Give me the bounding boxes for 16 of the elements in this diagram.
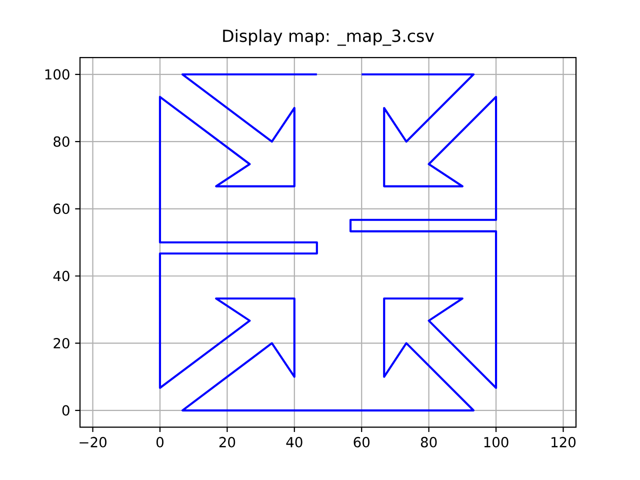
x-tick-label: 120 — [552, 436, 576, 448]
y-tick-label: 20 — [54, 338, 70, 348]
x-tick-label: 80 — [420, 436, 437, 448]
x-tick-label: 20 — [219, 436, 236, 448]
y-tick-label: 40 — [53, 270, 70, 282]
x-tick-label: −20 — [80, 436, 106, 448]
line-series — [158, 73, 498, 412]
y-tick-label: 60 — [54, 204, 70, 214]
x-tick-label: 40 — [286, 436, 302, 448]
x-tick-label: 60 — [354, 436, 370, 448]
x-tick-label: 0 — [156, 436, 164, 448]
x-tick-label: 100 — [484, 436, 508, 448]
chart-title: Display map: _map_3.csv — [223, 29, 434, 46]
y-tick-label: 100 — [45, 69, 70, 80]
y-tick-label: 80 — [54, 136, 70, 147]
y-tick-label: 0 — [62, 405, 70, 416]
